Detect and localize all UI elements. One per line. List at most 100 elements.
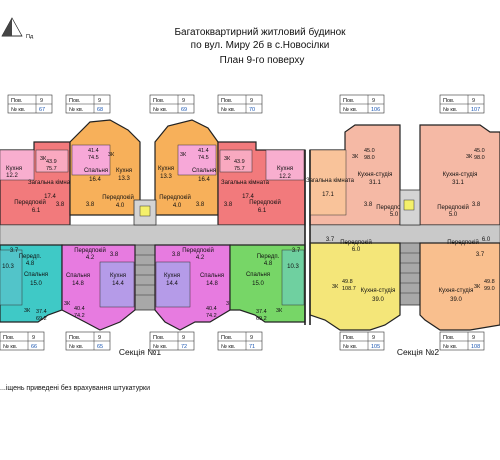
room-hall-67: Передпокій: [14, 199, 46, 206]
bath-67: 3.8: [56, 202, 65, 208]
area1-72: 40.4: [206, 306, 217, 312]
room-hall-107: Передпокій: [437, 204, 469, 211]
floor-key-label: Пов.: [11, 98, 23, 104]
room-studio-106: Кухня-студія: [358, 172, 393, 178]
room-hall-72: Передпокій: [182, 247, 214, 254]
rooms-count-106: 3К: [352, 154, 359, 160]
bath-107: 3.8: [472, 202, 481, 208]
apartment-65: Передпокій 4.2 Спальня 14.8 Кухня 14.4 3…: [61, 244, 136, 331]
floor-key-label: Пов.: [221, 335, 233, 341]
room-studio-108: Кухня-студія: [439, 288, 474, 294]
apartment-105: Передпокій 6.0 Кухня-студія 39.0 3К 49.8…: [309, 237, 401, 331]
apt-number: 68: [97, 107, 103, 113]
floor-value: 9: [250, 98, 253, 104]
area-studio-108: 39.0: [450, 297, 462, 303]
area-bedroom2-66: 10.3: [2, 264, 14, 270]
apt-key-label: № кв.: [153, 344, 168, 350]
apt-key-label: № кв.: [443, 107, 458, 113]
room-hall-68: Передпокій: [102, 194, 134, 201]
area1-106: 45.0: [364, 148, 375, 154]
area1-71: 37.4: [256, 309, 267, 315]
apartment-tag-top-4: Пов.9№ кв.106: [339, 94, 385, 114]
room-living-70: Загальна кімната: [221, 180, 270, 186]
apartment-tag-top-0: Пов.9№ кв.67: [7, 94, 53, 114]
apartment-tag-bottom-3: Пов.9№ кв.71: [217, 331, 263, 351]
area2-66: 69.2: [36, 316, 47, 322]
rooms-count-69: 3К: [180, 152, 187, 158]
area1-68: 41.4: [88, 148, 99, 154]
bath-72: 3.8: [172, 252, 181, 258]
area-hall-69: 4.0: [173, 203, 182, 209]
floor-value: 9: [472, 98, 475, 104]
floor-key-label: Пов.: [69, 98, 81, 104]
apartment-67: Кухня 12.2 Загальна кімната 17.4 Передпо…: [0, 141, 77, 226]
room-bedroom-69: Спальня: [192, 168, 216, 174]
apartment-tag-bottom-0: Пов.9№ кв.66: [0, 331, 45, 351]
area1-66: 37.4: [36, 309, 47, 315]
area-hall-66: 4.8: [26, 261, 35, 267]
apt-key-label: № кв.: [443, 344, 458, 350]
area-bedroom-72: 14.8: [206, 281, 218, 287]
bath-68: 3.8: [86, 202, 95, 208]
apt-key-label: № кв.: [343, 107, 358, 113]
apt-number: 105: [371, 344, 380, 350]
area2-68: 74.5: [88, 155, 99, 161]
stairs-s1: [134, 244, 156, 311]
bath-106: 3.8: [364, 202, 373, 208]
apartment-107: Кухня-студія 31.1 Передпокій 5.0 3К 45.0…: [419, 124, 500, 226]
area-hall-105: 6.0: [352, 247, 361, 253]
area-hall-68: 4.0: [116, 203, 125, 209]
rooms-count-108: 3К: [474, 284, 481, 290]
bath-69: 3.8: [196, 202, 205, 208]
area-hall-67: 6.1: [32, 208, 41, 214]
rooms-count-105: 3К: [332, 284, 339, 290]
apt-number: 69: [181, 107, 187, 113]
area-kitchen-68: 13.3: [118, 176, 130, 182]
apt-number: 67: [39, 107, 45, 113]
apartment-tag-top-5: Пов.9№ кв.107: [439, 94, 485, 114]
apt-number: 71: [249, 344, 255, 350]
apartment-68: Спальня 16.4 Кухня 13.3 Передпокій 4.0 3…: [69, 119, 141, 216]
floor-key-label: Пов.: [343, 98, 355, 104]
area-kitchen-67: 12.2: [6, 173, 18, 179]
area1-70: 43.9: [234, 159, 245, 165]
area-bedroom-66: 15.0: [30, 281, 42, 287]
rooms-count-70: 3К: [224, 156, 231, 162]
apt-key-label: № кв.: [221, 107, 236, 113]
floor-value: 9: [98, 335, 101, 341]
area-bedroom-71: 15.0: [252, 281, 264, 287]
rooms-count-66: 3К: [24, 308, 31, 314]
floor-value: 9: [372, 335, 375, 341]
area2-71: 69.2: [256, 316, 267, 322]
floor-key-label: Пов.: [443, 335, 455, 341]
area-kitchen-70: 12.2: [279, 174, 291, 180]
bath-70: 3.8: [224, 202, 233, 208]
rooms-count-71: 3К: [276, 308, 283, 314]
area2-69: 74.5: [198, 155, 209, 161]
area-hall-108: 6.0: [482, 237, 491, 243]
area2-65: 74.2: [74, 313, 85, 319]
apartment-108: Передпокій 6.0 Кухня-студія 39.0 3К 49.8…: [419, 237, 500, 331]
area-living-70: 17.4: [242, 194, 254, 200]
floor-value: 9: [372, 98, 375, 104]
apt-key-label: № кв.: [69, 107, 84, 113]
apartment-71: Передп. 4.8 Спальня 15.0 10.3 3К 37.4 69…: [229, 244, 306, 323]
room-bedroom-65: Спальня: [66, 273, 90, 279]
floor-value: 9: [32, 335, 35, 341]
area1-67: 43.9: [46, 159, 57, 165]
plaster-note: ...іщень приведені без врахування штукат…: [0, 384, 150, 392]
rooms-count-68: 3К: [108, 152, 115, 158]
section-2-label: Секція №2: [397, 347, 439, 357]
apartment-69: Кухня 13.3 Спальня 16.4 Передпокій 4.0 3…: [154, 119, 219, 216]
room-hall-106: Передпокій: [376, 204, 408, 211]
floor-value: 9: [98, 98, 101, 104]
room-kitchen-70: Кухня: [277, 166, 293, 172]
bath-65: 3.8: [110, 252, 119, 258]
apt-key-label: № кв.: [69, 344, 84, 350]
apartment-tag-bottom-1: Пов.9№ кв.65: [65, 331, 111, 351]
apartment-tag-top-3: Пов.9№ кв.70: [217, 94, 263, 114]
floor-key-label: Пов.: [443, 98, 455, 104]
apt-key-label: № кв.: [153, 107, 168, 113]
area1-108: 49.8: [484, 279, 495, 285]
